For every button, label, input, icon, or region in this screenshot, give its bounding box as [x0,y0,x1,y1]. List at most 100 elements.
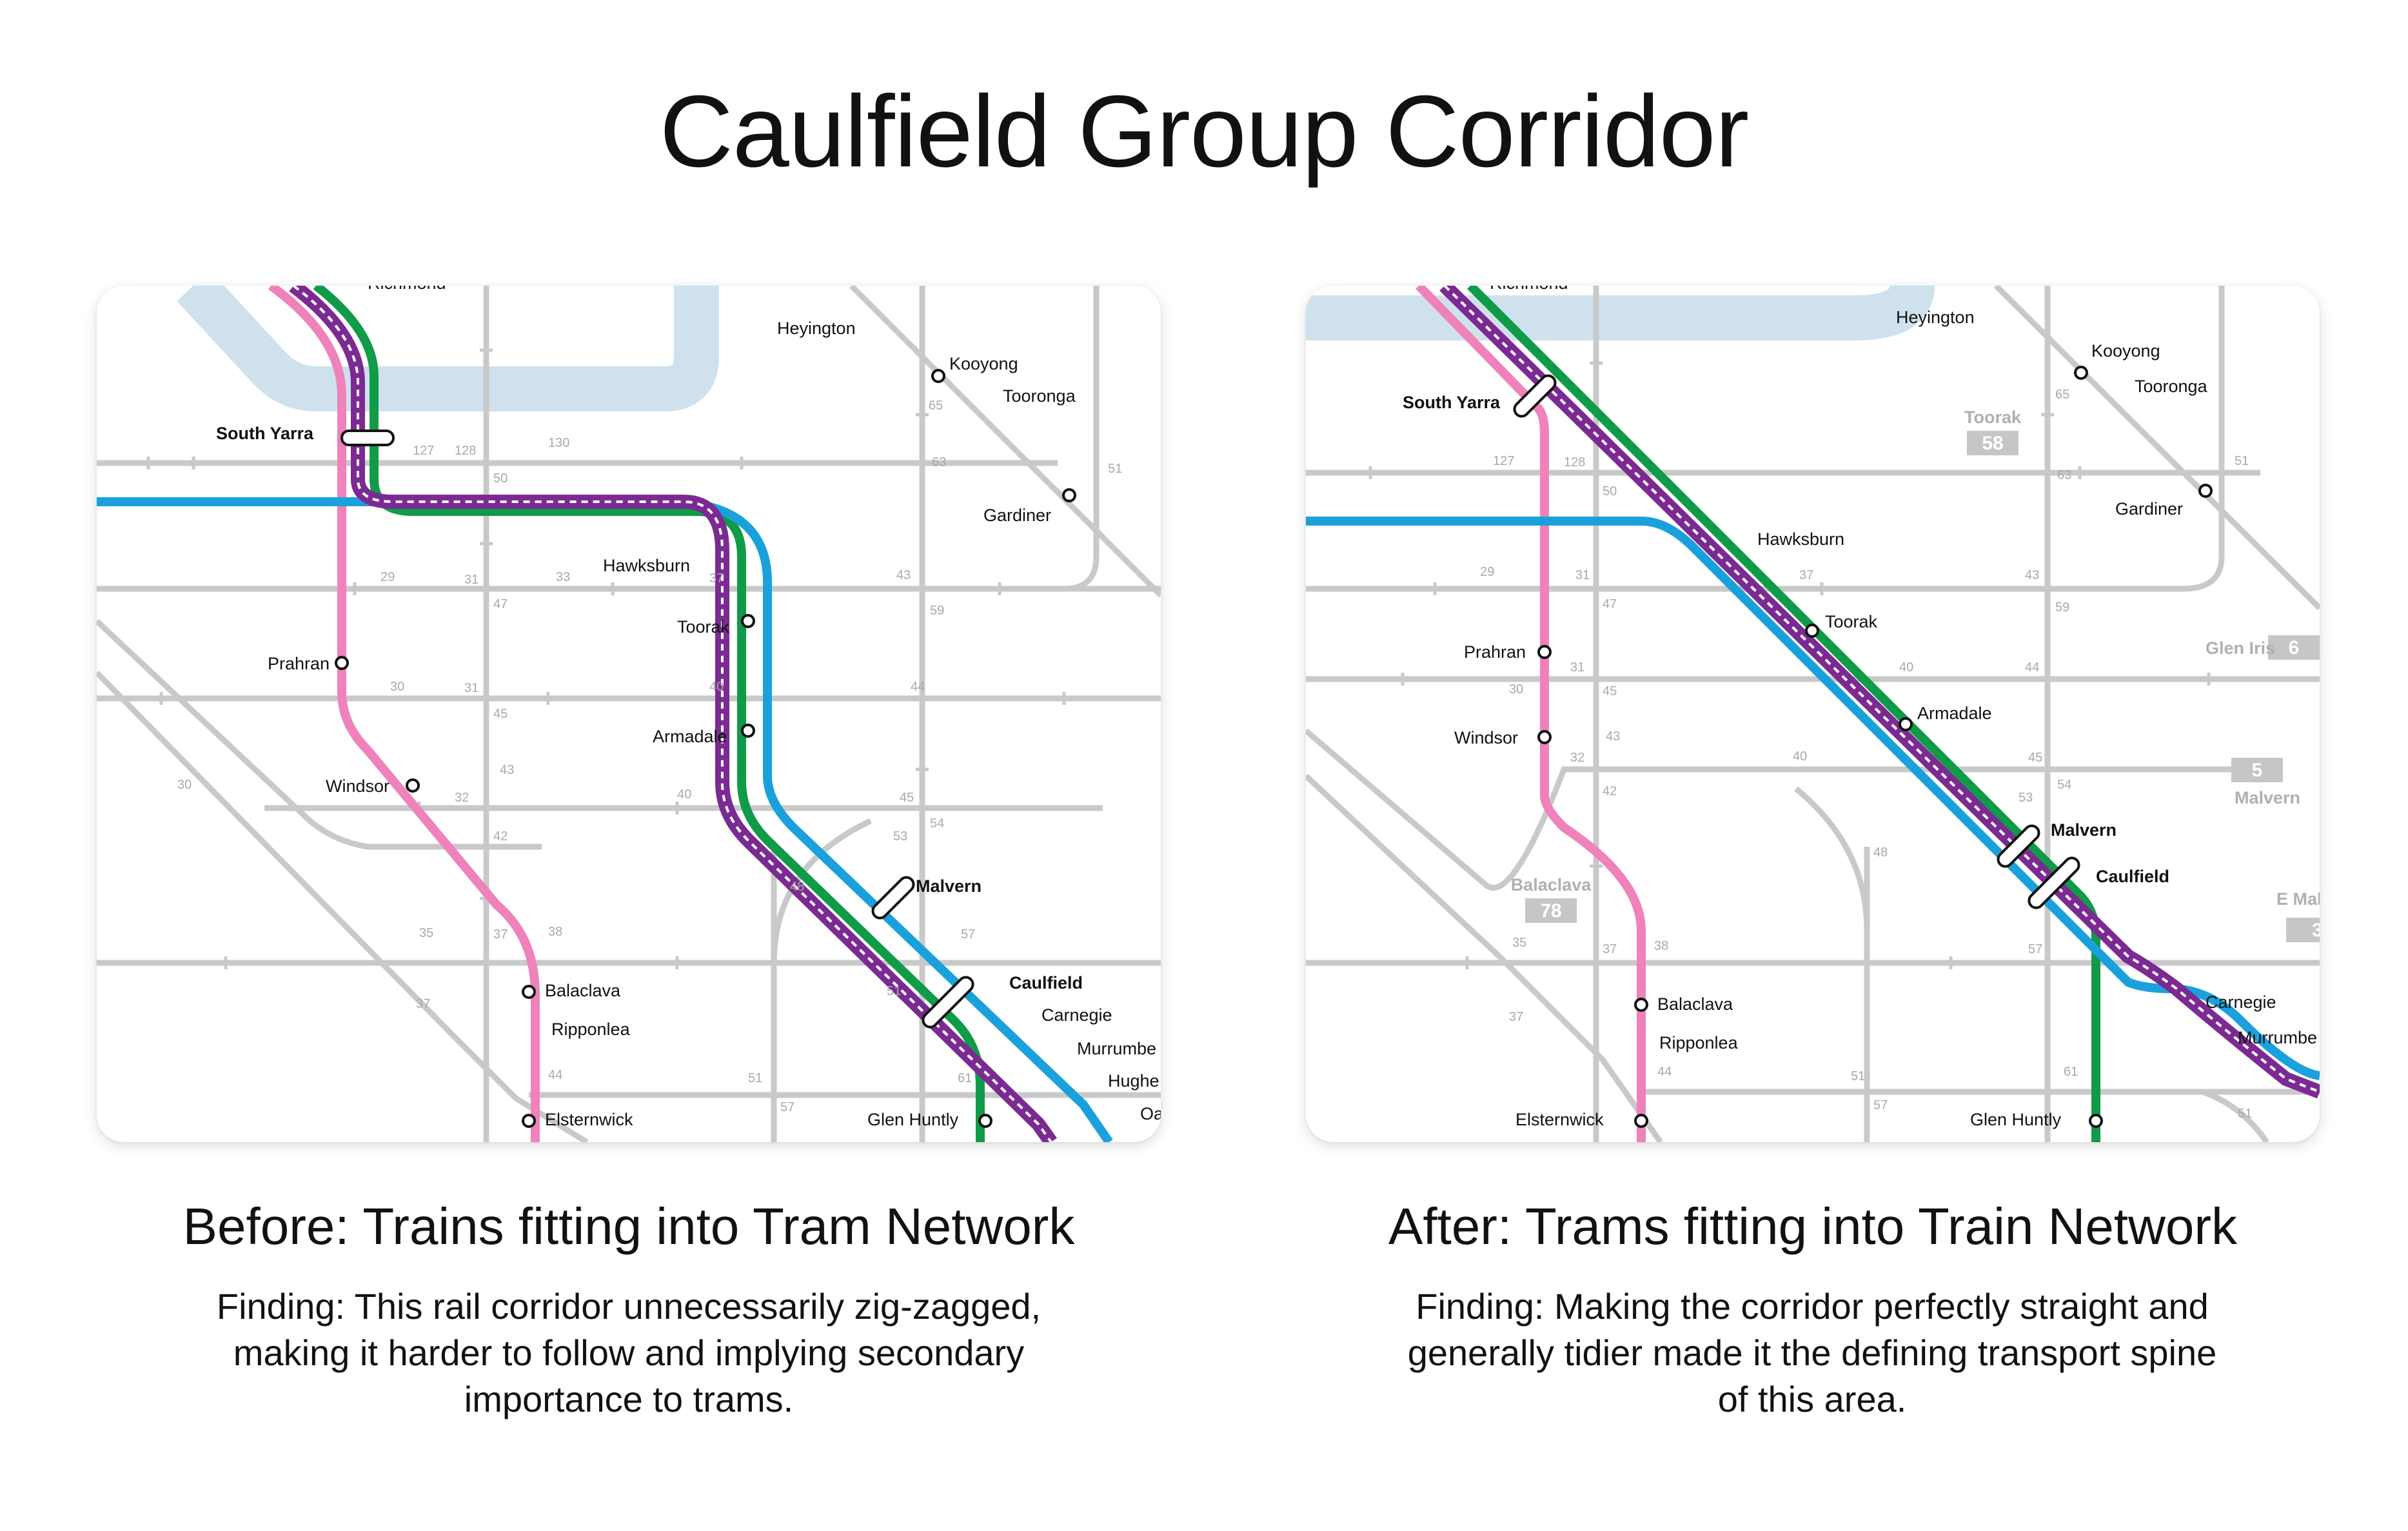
route-number: 38 [1654,939,1668,953]
route-number: 51 [2238,1107,2252,1121]
route-number: 54 [2057,778,2071,792]
route-number: 31 [1570,660,1584,675]
station-oakleigh: Oa [1140,1104,1161,1123]
route-number: 45 [2028,751,2042,765]
route-number: 37 [1509,1010,1523,1024]
station-gardiner: Gardiner [2115,499,2183,519]
route-number: 44 [2025,660,2039,675]
route-number: 40 [1793,749,1807,764]
route-number: 45 [900,791,914,805]
route-number: 30 [1509,682,1523,696]
route-number: 40 [677,787,691,802]
route-number: 33 [556,570,570,584]
route-number: 37 [1799,568,1813,582]
route-number: 38 [548,925,562,939]
station-glen-huntly: Glen Huntly [1970,1110,2062,1129]
before-map-panel: Richmond Heyington Kooyong Tooronga Sout… [97,286,1161,1142]
route-number: 51 [748,1071,762,1085]
route-number: 32 [1570,751,1584,765]
route-number: 57 [780,1100,794,1114]
route-number: 48 [790,880,804,894]
route-number: 37 [416,997,430,1011]
route-number: 47 [493,597,508,611]
route-number: 29 [380,570,395,584]
route-number: 42 [1603,784,1617,798]
route-number: 47 [1603,597,1617,611]
zone-balaclava-name: Balaclava [1511,875,1592,894]
route-number: 44 [911,680,925,694]
station-south-yarra: South Yarra [1403,393,1501,412]
station-malvern: Malvern [916,876,982,896]
route-number: 51 [1851,1069,1865,1083]
route-number: 29 [1480,565,1494,579]
route-number: 128 [1564,455,1585,469]
sandringham-line [268,286,540,1142]
after-map: Toorak 58 Glen Iris 6 5 Malvern Balaclav… [1306,286,2320,1142]
route-number: 40 [709,680,724,694]
route-number: 130 [548,436,569,450]
zone-malvern-name: Malvern [2235,788,2300,807]
station-heyington: Heyington [777,319,856,338]
station-balaclava: Balaclava [545,981,621,1000]
route-number: 31 [1575,568,1590,582]
route-numbers: 127 128 130 50 33 29 31 47 30 31 45 43 3… [177,399,1122,1114]
route-number: 61 [2064,1065,2078,1079]
route-number: 61 [958,1071,972,1085]
station-caulfield: Caulfield [2096,867,2169,886]
route-number: 35 [1512,936,1526,950]
after-caption: After: Trams fitting into Train Network [1388,1198,2237,1255]
route-number: 65 [2055,388,2069,402]
station-murrumbeena: Murrumbe [1077,1039,1156,1058]
route-number: 53 [893,829,907,844]
cranbourne-line [1439,286,2320,1099]
river [1306,286,1935,341]
route-number: 57 [2028,942,2042,956]
route-number: 57 [1873,1098,1888,1112]
station-windsor: Windsor [1454,728,1518,747]
station-armadale: Armadale [1917,704,1992,723]
zone-glen-iris-name: Glen Iris [2206,638,2275,658]
route-number: 127 [413,444,434,458]
route-number: 40 [1899,660,1913,675]
zone-toorak-name: Toorak [1964,408,2022,427]
route-number: 31 [464,681,479,695]
route-number: 30 [177,778,192,792]
zone-boxes [1525,431,2320,942]
route-number: 45 [1603,684,1617,698]
before-caption: Before: Trains fitting into Tram Network [183,1198,1075,1255]
zone-east-malvern-number: 3 [2312,920,2320,941]
station-hawksburn: Hawksburn [1757,529,1844,549]
route-number: 65 [929,399,943,413]
route-number: 59 [2055,600,2069,615]
route-number: 53 [2018,791,2033,805]
route-number: 51 [1108,462,1122,476]
station-south-yarra: South Yarra [216,424,314,443]
station-richmond: Richmond [368,286,446,293]
route-number: 63 [2057,468,2071,482]
zone-malvern-number: 5 [2252,760,2263,781]
station-richmond: Richmond [1490,286,1568,293]
station-armadale: Armadale [653,727,727,746]
after-map-panel: Toorak 58 Glen Iris 6 5 Malvern Balaclav… [1306,286,2320,1142]
route-number: 31 [464,573,479,587]
station-murrumbeena: Murrumbe [2238,1028,2317,1047]
route-number: 51 [887,984,901,998]
station-glen-huntly: Glen Huntly [867,1110,959,1129]
route-number: 43 [2025,568,2039,582]
route-number: 48 [1873,845,1888,860]
route-number: 37 [709,571,724,586]
route-number: 50 [1603,484,1617,499]
station-hughesdale: Hughe [1108,1071,1160,1091]
route-number: 59 [930,604,944,618]
station-elsternwick: Elsternwick [1515,1110,1604,1129]
route-number: 43 [896,568,911,582]
zone-toorak-number: 58 [1982,433,2003,454]
route-number: 37 [493,927,508,942]
pakenham-line [1306,517,2320,1080]
cranbourne-line-dash [292,286,1052,1142]
river [177,286,719,411]
route-number: 44 [1657,1065,1672,1079]
route-numbers: 127 128 50 29 31 47 30 31 45 43 32 42 40… [1480,388,2252,1121]
route-number: 45 [493,707,508,721]
after-finding: Finding: Making the corridor perfectly s… [1407,1286,2217,1419]
